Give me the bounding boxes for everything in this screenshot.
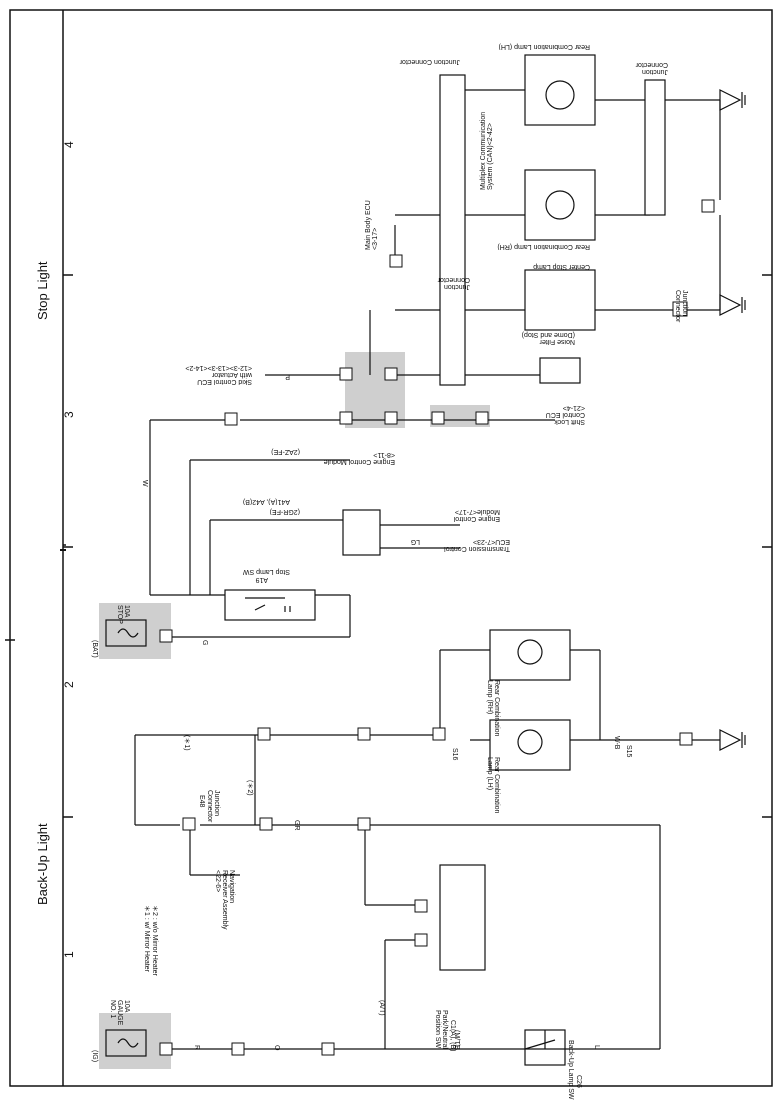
gauge-fuse-supply: (IG) [91, 1050, 98, 1063]
n16-label: Center Stop Lamp [533, 263, 590, 270]
title-back-up-light: Back-Up Light [35, 823, 50, 905]
note-2: ＊2 : w/o Mirror Heater [151, 905, 158, 976]
stop-fuse-supply: (BAT) [91, 640, 98, 658]
variant-gr: (2GR-FE) [269, 508, 300, 515]
e48-ref: E48 [198, 795, 205, 808]
zone-3: 3 [62, 411, 76, 418]
shift-lock-destination: Shift Lock Control ECU <21-4> [545, 404, 585, 425]
s18-label: Junction Connector [399, 58, 460, 65]
n15-label: Noise Filter (Dome and Stop) [521, 331, 575, 345]
stop-fuse-label: 10A STOP [116, 605, 130, 624]
s3-label: Rear Combination Lamp (LH) [486, 757, 500, 814]
variant-at: (A/T) [378, 1000, 385, 1016]
wire-label-lg: LG [410, 538, 420, 545]
variant-mt: (M/T) [453, 1030, 460, 1047]
s12-label: Rear Combination Lamp (RH) [497, 243, 590, 250]
s16-ref: S16 [451, 748, 458, 761]
backup-lamp-sw-name: Back-Up Lamp SW [567, 1040, 574, 1100]
variant-s2: (＊2) [246, 780, 253, 796]
s2-label: Rear Combination Lamp (RH) [486, 680, 500, 737]
s15b-label: Junction Connector [635, 61, 668, 75]
variant-s1: (＊1) [183, 735, 190, 751]
stop-lamp-sw-name: Stop Lamp SW [242, 568, 290, 575]
n28-label: Junction Connector [437, 276, 470, 290]
wire-label-wb: W-B [613, 736, 620, 750]
gauge-fuse-label: 10A GAUGE NO. 1 [109, 1000, 130, 1026]
variant-az: (2AZ-FE) [271, 448, 300, 455]
skid-destination: Skid Control ECU with Actuator <12-3><13… [185, 364, 252, 385]
zone-1: 1 [62, 951, 76, 958]
s11-label: Rear Combination Lamp (LH) [498, 43, 590, 50]
e48-name: Junction Connector [206, 790, 220, 823]
park-neutral-sw-name: Park/Neutral Position SW [434, 1010, 448, 1049]
a41-ref: A41(A), A42(B) [242, 498, 290, 505]
wire-label-o: O [273, 1045, 280, 1051]
zone-2: 2 [62, 681, 76, 688]
backup-lamp-sw-ref: C26 [575, 1075, 582, 1088]
wire-label-r: R [193, 1045, 200, 1051]
wire-label-p: P [285, 373, 290, 380]
tcu-destination: Transmission Control ECU<7-23> [444, 538, 510, 552]
wire-label-l: L [593, 1045, 600, 1049]
nav-destination: Navigation Receiver Assembly <22-6> [214, 870, 235, 930]
can-label: Multiplex Communication System (CAN)<2-4… [480, 111, 494, 190]
main-body-destination: Main Body ECU <3-17> [365, 200, 379, 250]
s15-ref: S15 [625, 745, 632, 758]
wire-label-gr: GR [293, 820, 300, 831]
wire-label-g: G [201, 640, 208, 646]
ecm-2gr-destination: Engine Control Module<7-17> [453, 508, 500, 522]
n29-label: Junction Connector [674, 290, 688, 323]
title-stop-light: Stop Light [35, 261, 50, 320]
stop-lamp-sw-ref: A19 [255, 576, 268, 583]
wire-label-w: W [141, 480, 148, 487]
ecm-2az-destination: Engine Control Module <8-11> [323, 451, 395, 465]
zone-4: 4 [62, 141, 76, 148]
